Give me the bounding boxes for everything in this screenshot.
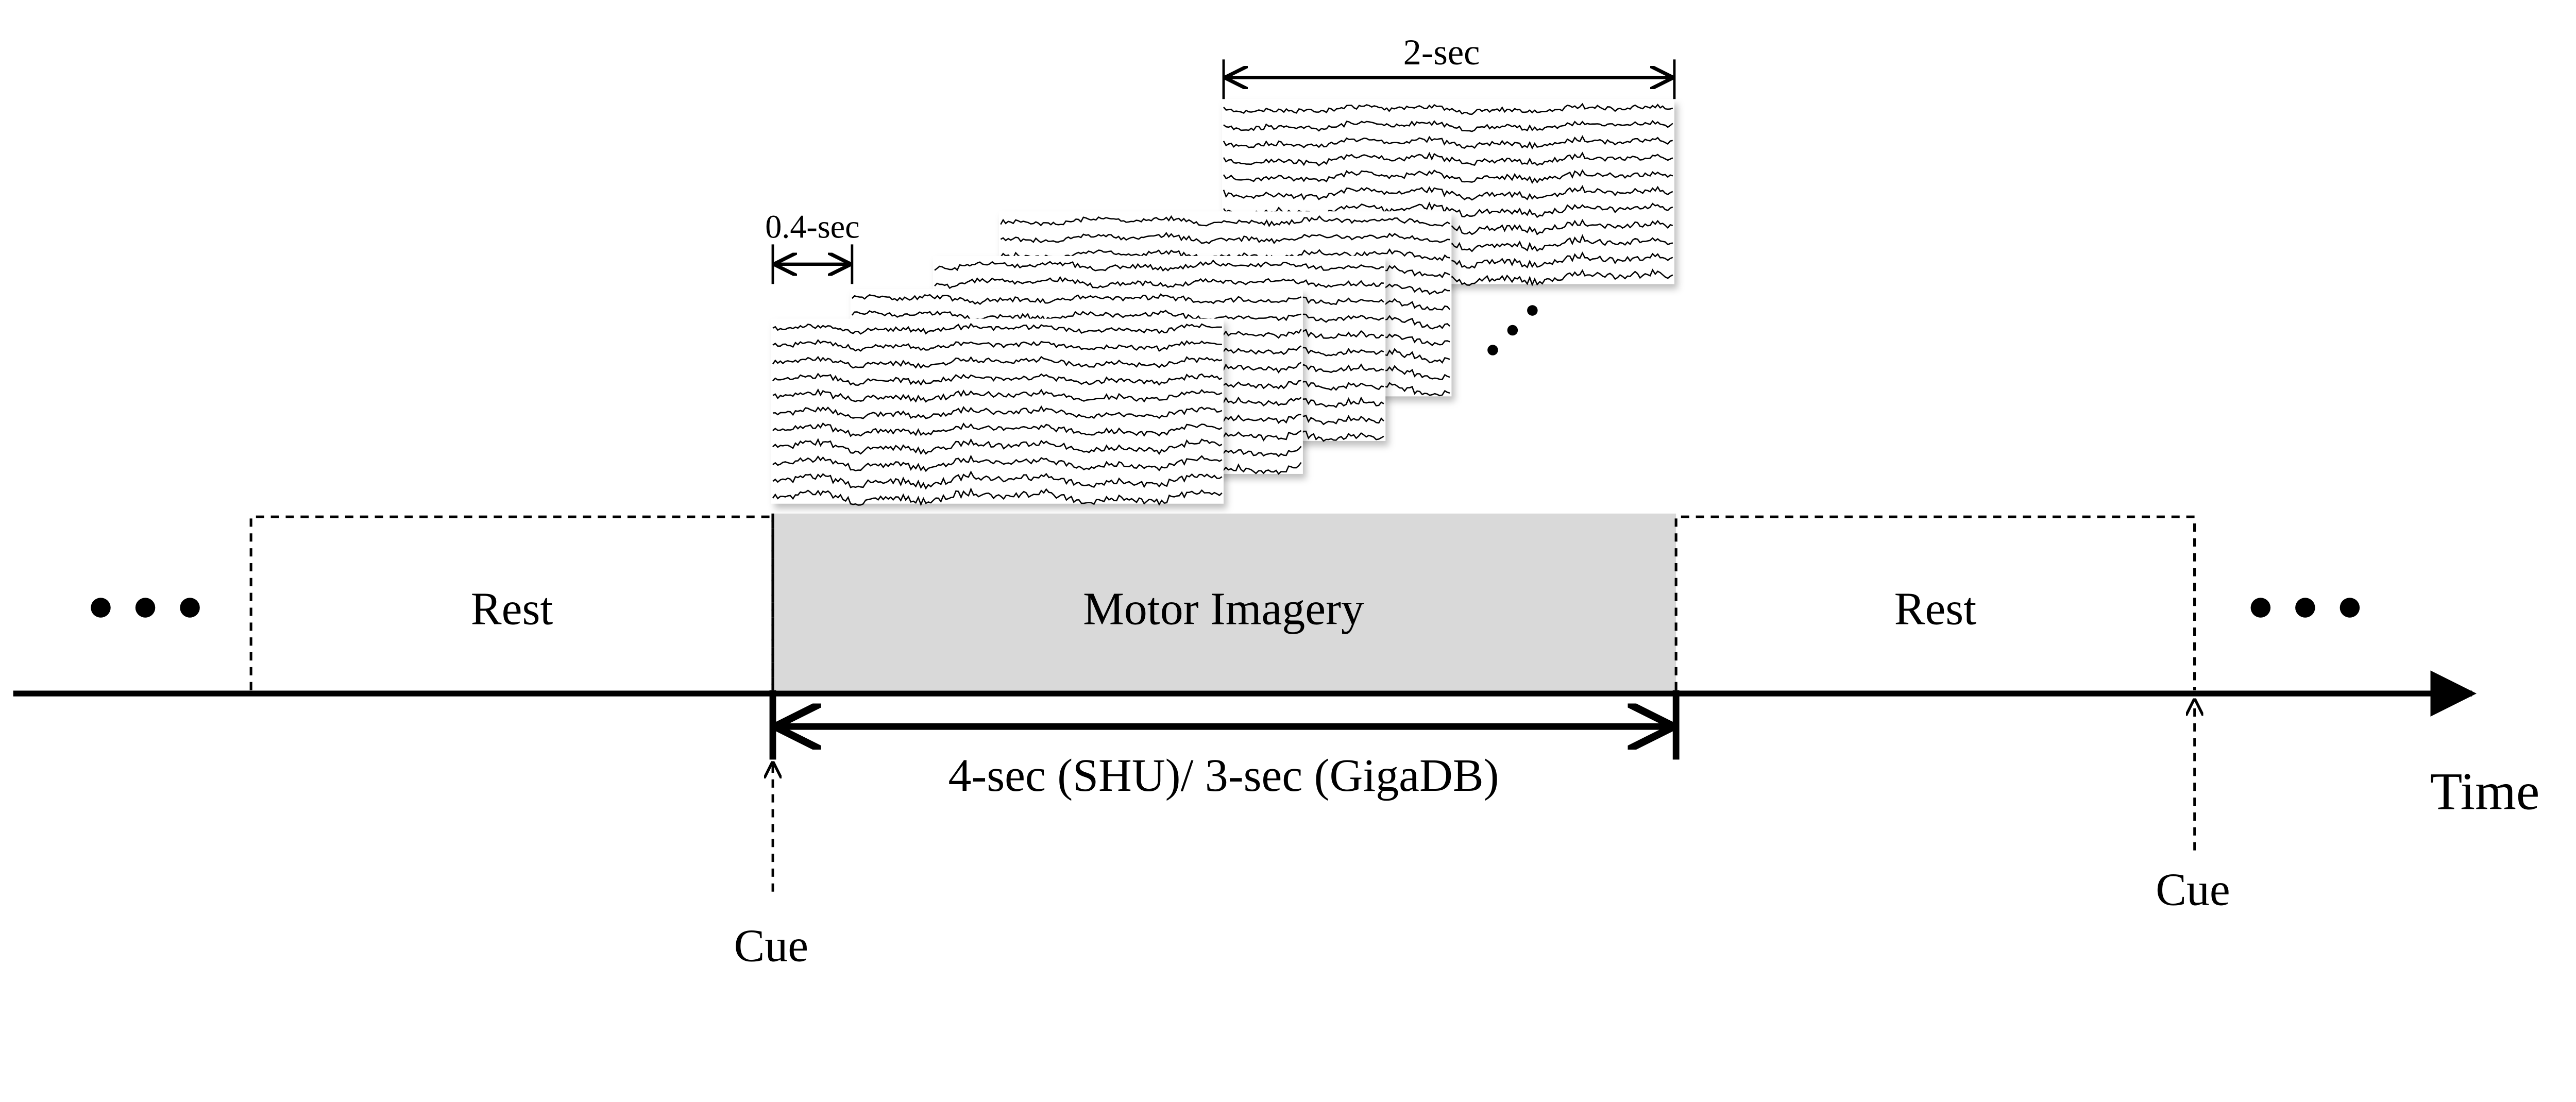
- eeg-channel-trace: [851, 310, 1301, 323]
- window-step-marker: 0.4-sec: [765, 209, 860, 284]
- eeg-channel-trace: [1223, 185, 1673, 201]
- eeg-channel-trace: [934, 276, 1384, 290]
- eeg-channel-trace: [1000, 215, 1450, 228]
- eeg-channel-trace: [772, 405, 1223, 419]
- eeg-channel-trace: [772, 355, 1223, 369]
- eeg-channel-trace: [772, 372, 1223, 386]
- duration-label: 4-sec (SHU)/ 3-sec (GigaDB): [948, 750, 1499, 801]
- trial-timing-diagram: 2-sec 0.4-sec Rest Motor Imagery Rest Ti…: [13, 32, 2540, 971]
- eeg-channel-trace: [1000, 232, 1450, 245]
- eeg-channel-trace: [772, 470, 1223, 490]
- eeg-channel-trace: [1223, 169, 1673, 184]
- rest-block-right: [1674, 515, 2196, 690]
- eeg-channel-trace: [772, 487, 1223, 506]
- eeg-window: [771, 318, 1224, 506]
- eeg-channel-trace: [851, 293, 1302, 306]
- window-step-label: 0.4-sec: [765, 209, 859, 245]
- eeg-channel-trace: [1223, 120, 1673, 132]
- cue-right-label: Cue: [2156, 864, 2230, 915]
- eeg-channel-trace: [1223, 103, 1673, 115]
- eeg-channel-trace: [772, 339, 1222, 352]
- window-length-label: 2-sec: [1403, 32, 1480, 73]
- rest-block-left: [249, 515, 774, 690]
- eeg-channel-trace: [772, 454, 1223, 472]
- eeg-channel-trace: [1223, 135, 1673, 150]
- eeg-channel-trace: [772, 438, 1223, 455]
- eeg-channel-trace: [772, 388, 1223, 403]
- eeg-windows: [771, 99, 1674, 506]
- duration-marker: 4-sec (SHU)/ 3-sec (GigaDB): [769, 690, 1680, 801]
- ellipsis-left: [91, 598, 200, 618]
- window-ellipsis: [1487, 305, 1538, 355]
- eeg-channel-trace: [772, 422, 1223, 437]
- eeg-channel-trace: [934, 259, 1384, 272]
- rest-left-label: Rest: [471, 584, 553, 635]
- eeg-channel-trace: [1223, 151, 1673, 166]
- ellipsis-right: [2250, 598, 2360, 618]
- eeg-channel-trace: [772, 323, 1222, 335]
- window-length-marker: 2-sec: [1222, 32, 1676, 99]
- eeg-channel-trace: [1223, 201, 1673, 218]
- cue-left-label: Cue: [734, 920, 809, 971]
- cue-left: Cue: [734, 763, 809, 971]
- motor-imagery-block: [772, 513, 1676, 690]
- motor-imagery-label: Motor Imagery: [1083, 584, 1364, 635]
- time-axis-label: Time: [2430, 763, 2540, 821]
- cue-right: Cue: [2156, 700, 2230, 915]
- rest-right-label: Rest: [1894, 584, 1977, 635]
